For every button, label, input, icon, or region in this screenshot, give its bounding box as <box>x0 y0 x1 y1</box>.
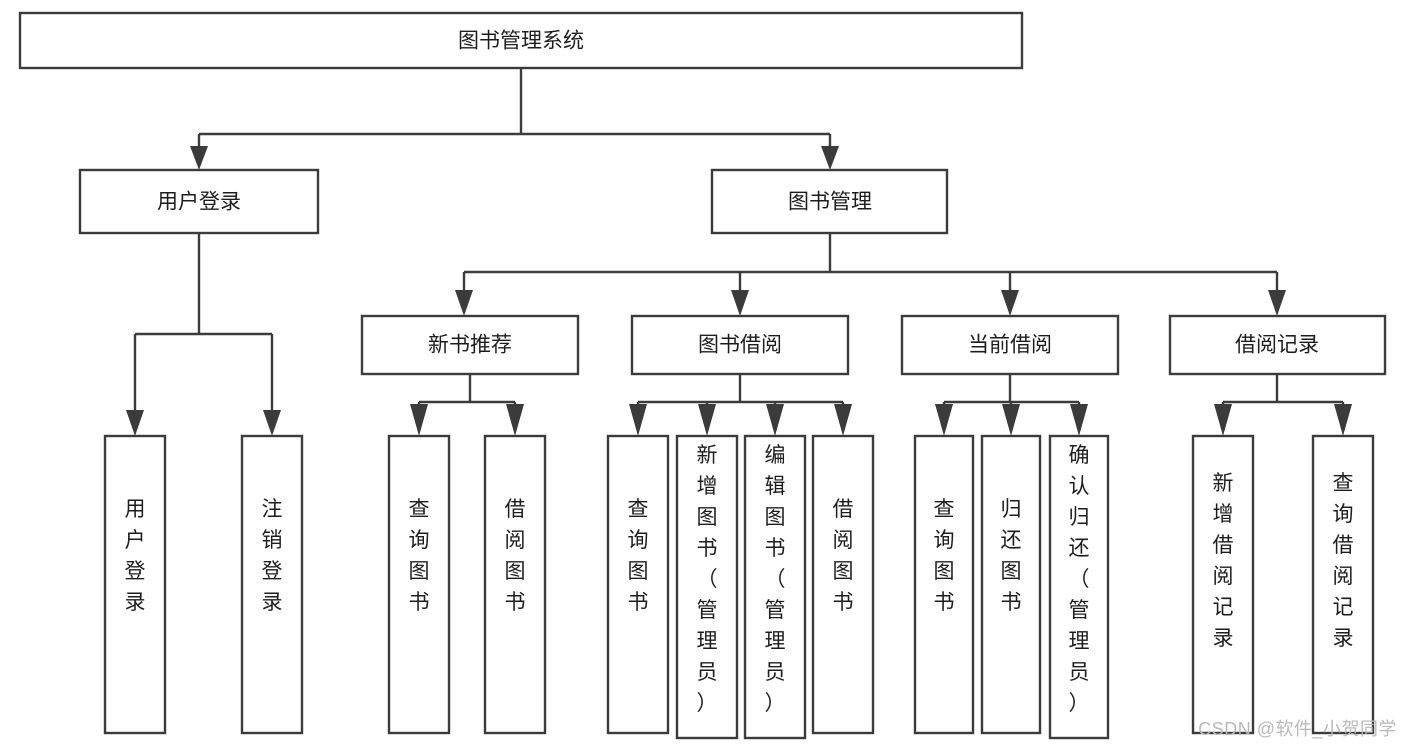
edge-group-new-book-rec-to-leaves <box>410 374 524 436</box>
node-new-book-recommend-label: 新书推荐 <box>428 334 512 357</box>
node-book-management-box[interactable] <box>710 168 949 235</box>
arrowhead-bb-add-book <box>698 404 716 436</box>
leaf-cb-confirm-return-admin-box[interactable] <box>1048 434 1110 740</box>
arrowhead-bb-borrow-book <box>834 404 852 436</box>
leaf-nbr-query-book-label: 查询图书 <box>409 498 430 614</box>
node-user-login[interactable]: 用户登录 <box>78 168 320 235</box>
leaf-br-add-record-box[interactable] <box>1191 434 1255 735</box>
node-new-book-recommend[interactable]: 新书推荐 <box>360 314 580 376</box>
arrowhead-nbr-query-book <box>410 404 428 436</box>
node-user-login-label: 用户登录 <box>157 191 241 214</box>
leaf-bb-query-book-label: 查询图书 <box>628 498 649 614</box>
leaf-cb-confirm-return-admin-label: 确认归还（管理员） <box>1069 444 1090 715</box>
arrowhead-br-query-record <box>1334 404 1352 436</box>
arrowhead-bb-edit-book <box>766 404 784 436</box>
leaf-cb-return-book-label: 归还图书 <box>1001 498 1022 614</box>
node-borrow-record-label: 借阅记录 <box>1235 334 1319 357</box>
node-root-system-label: 图书管理系统 <box>458 30 584 53</box>
edge-group-book-mgmt-to-level2 <box>455 233 1286 316</box>
leaf-nbr-query-book[interactable]: 查询图书 <box>387 434 451 735</box>
leaf-cb-return-book[interactable]: 归还图书 <box>980 434 1042 735</box>
arrowhead-user-login <box>190 146 208 170</box>
node-root-system-box[interactable] <box>18 11 1024 70</box>
leaf-user-login[interactable]: 用户登录 <box>103 434 167 735</box>
node-book-borrow-box[interactable] <box>630 314 850 376</box>
leaf-bb-add-book-admin[interactable]: 新增图书（管理员） <box>675 434 739 740</box>
arrowhead-cb-return-book <box>1002 404 1020 436</box>
arrowhead-book-mgmt <box>821 146 839 170</box>
node-borrow-record[interactable]: 借阅记录 <box>1168 314 1387 376</box>
leaf-bb-edit-book-admin-label: 编辑图书（管理员） <box>765 444 786 715</box>
leaf-bb-add-book-admin-label: 新增图书（管理员） <box>697 444 718 715</box>
leaf-bb-edit-book-admin[interactable]: 编辑图书（管理员） <box>743 434 807 740</box>
node-root-system[interactable]: 图书管理系统 <box>18 11 1024 70</box>
leaf-br-add-record[interactable]: 新增借阅记录 <box>1191 434 1255 735</box>
leaf-logout-box[interactable] <box>240 434 304 735</box>
node-current-borrow-label: 当前借阅 <box>968 334 1052 357</box>
edge-group-root-to-level1 <box>190 68 839 170</box>
leaf-nbr-borrow-book[interactable]: 借阅图书 <box>483 434 547 735</box>
leaf-br-query-record-box[interactable] <box>1311 434 1375 735</box>
leaf-cb-confirm-return-admin[interactable]: 确认归还（管理员） <box>1048 434 1110 740</box>
arrowhead-bb-query-book <box>629 404 647 436</box>
node-book-management-label: 图书管理 <box>788 191 872 214</box>
csdn-watermark: CSDN @软件_小贺同学 <box>1198 719 1397 739</box>
leaf-cb-query-book-box[interactable] <box>913 434 975 735</box>
edge-group-book-borrow-to-leaves <box>629 374 852 436</box>
node-book-management[interactable]: 图书管理 <box>710 168 949 235</box>
leaf-cb-return-book-box[interactable] <box>980 434 1042 735</box>
arrowhead-book-borrow <box>731 290 749 316</box>
edge-group-borrow-record-to-leaves <box>1214 374 1352 436</box>
leaf-bb-query-book[interactable]: 查询图书 <box>606 434 670 735</box>
arrowhead-nbr-borrow-book <box>506 404 524 436</box>
node-current-borrow-box[interactable] <box>900 314 1120 376</box>
leaf-br-add-record-label: 新增借阅记录 <box>1213 472 1234 650</box>
leaf-nbr-borrow-book-box[interactable] <box>483 434 547 735</box>
leaf-user-login-box[interactable] <box>103 434 167 735</box>
leaf-logout-label: 注销登录 <box>262 498 283 614</box>
arrowhead-leaf-user-login <box>126 410 144 436</box>
arrowhead-new-book-rec <box>455 290 473 316</box>
arrowhead-br-add-record <box>1214 404 1232 436</box>
leaf-bb-add-book-admin-box[interactable] <box>675 434 739 740</box>
leaf-bb-borrow-book[interactable]: 借阅图书 <box>811 434 875 735</box>
arrowhead-current-borrow <box>1001 290 1019 316</box>
leaf-cb-query-book[interactable]: 查询图书 <box>913 434 975 735</box>
node-new-book-recommend-box[interactable] <box>360 314 580 376</box>
leaf-br-query-record[interactable]: 查询借阅记录 <box>1311 434 1375 735</box>
node-current-borrow[interactable]: 当前借阅 <box>900 314 1120 376</box>
arrowhead-cb-confirm-return <box>1070 404 1088 436</box>
arrowhead-cb-query-book <box>935 404 953 436</box>
arrowhead-leaf-logout <box>263 410 281 436</box>
leaf-user-login-label: 用户登录 <box>125 498 146 614</box>
leaf-bb-query-book-box[interactable] <box>606 434 670 735</box>
edge-group-current-borrow-to-leaves <box>935 374 1088 436</box>
node-book-borrow-label: 图书借阅 <box>698 334 782 357</box>
edge-group-user-login-to-leaves <box>126 233 281 436</box>
leaf-bb-borrow-book-box[interactable] <box>811 434 875 735</box>
node-borrow-record-box[interactable] <box>1168 314 1387 376</box>
leaf-bb-edit-book-admin-box[interactable] <box>743 434 807 740</box>
leaf-logout[interactable]: 注销登录 <box>240 434 304 735</box>
node-user-login-box[interactable] <box>78 168 320 235</box>
leaf-nbr-query-book-box[interactable] <box>387 434 451 735</box>
arrowhead-borrow-record <box>1268 290 1286 316</box>
leaf-bb-borrow-book-label: 借阅图书 <box>833 498 854 614</box>
leaf-cb-query-book-label: 查询图书 <box>934 498 955 614</box>
node-book-borrow[interactable]: 图书借阅 <box>630 314 850 376</box>
leaf-br-query-record-label: 查询借阅记录 <box>1333 472 1354 650</box>
leaf-nbr-borrow-book-label: 借阅图书 <box>505 498 526 614</box>
